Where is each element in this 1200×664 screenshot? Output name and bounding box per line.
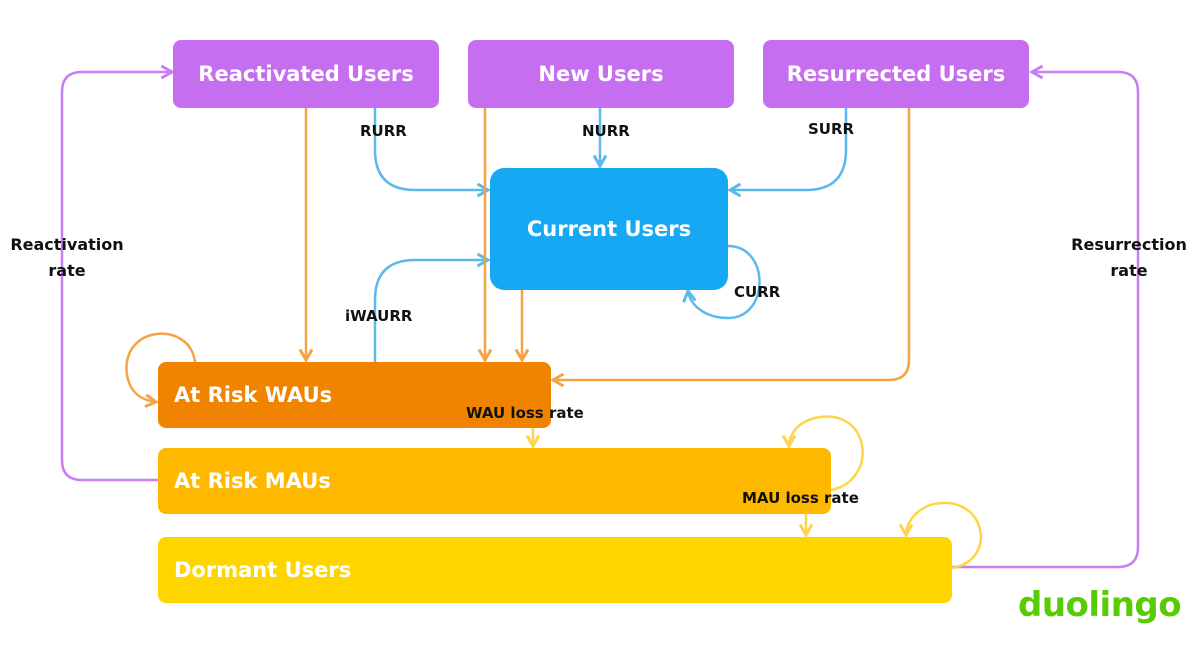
node-label: Current Users (526, 217, 692, 241)
curr-loop-edge (682, 244, 761, 320)
label-reactivation-rate: Reactivation rate (8, 232, 126, 284)
node-label: Resurrected Users (786, 62, 1006, 86)
label-wau-loss-rate: WAU loss rate (466, 404, 584, 422)
label-rurr: RURR (360, 122, 407, 140)
node-label: At Risk WAUs (174, 383, 333, 407)
label-resurrection-rate: Resurrection rate (1066, 232, 1192, 284)
dormant-loop-edge (898, 501, 983, 570)
wau-loop-edge (125, 332, 197, 409)
label-surr: SURR (808, 120, 855, 138)
node-label: New Users (538, 62, 664, 86)
node-resurrected-users: Resurrected Users (763, 40, 1029, 108)
label-line: Resurrection (1071, 235, 1187, 254)
label-nurr: NURR (582, 122, 630, 140)
label-line: Reactivation (10, 235, 124, 254)
node-new-users: New Users (468, 40, 734, 108)
node-label: Reactivated Users (198, 62, 414, 86)
resurrected-to-wau-edge (549, 108, 911, 388)
rurr-edge (373, 108, 492, 198)
label-curr: CURR (734, 283, 781, 301)
node-label: Dormant Users (174, 558, 352, 582)
label-line: rate (1110, 261, 1148, 280)
resurrection-edge (952, 64, 1140, 569)
node-at-risk-waus: At Risk WAUs (158, 362, 551, 428)
node-at-risk-maus: At Risk MAUs (158, 448, 831, 514)
label-line: rate (48, 261, 86, 280)
reactivation-edge (60, 64, 176, 482)
mau-loop-edge (781, 415, 864, 492)
label-iwaurr: iWAURR (345, 307, 413, 325)
surr-edge (726, 108, 848, 198)
duolingo-logo: duolingo (1018, 585, 1182, 625)
iwaurr-edge (373, 252, 492, 362)
node-dormant-users: Dormant Users (158, 537, 952, 603)
node-current-users: Current Users (490, 168, 728, 290)
label-mau-loss-rate: MAU loss rate (742, 489, 859, 507)
node-reactivated-users: Reactivated Users (173, 40, 439, 108)
node-label: At Risk MAUs (174, 469, 331, 493)
